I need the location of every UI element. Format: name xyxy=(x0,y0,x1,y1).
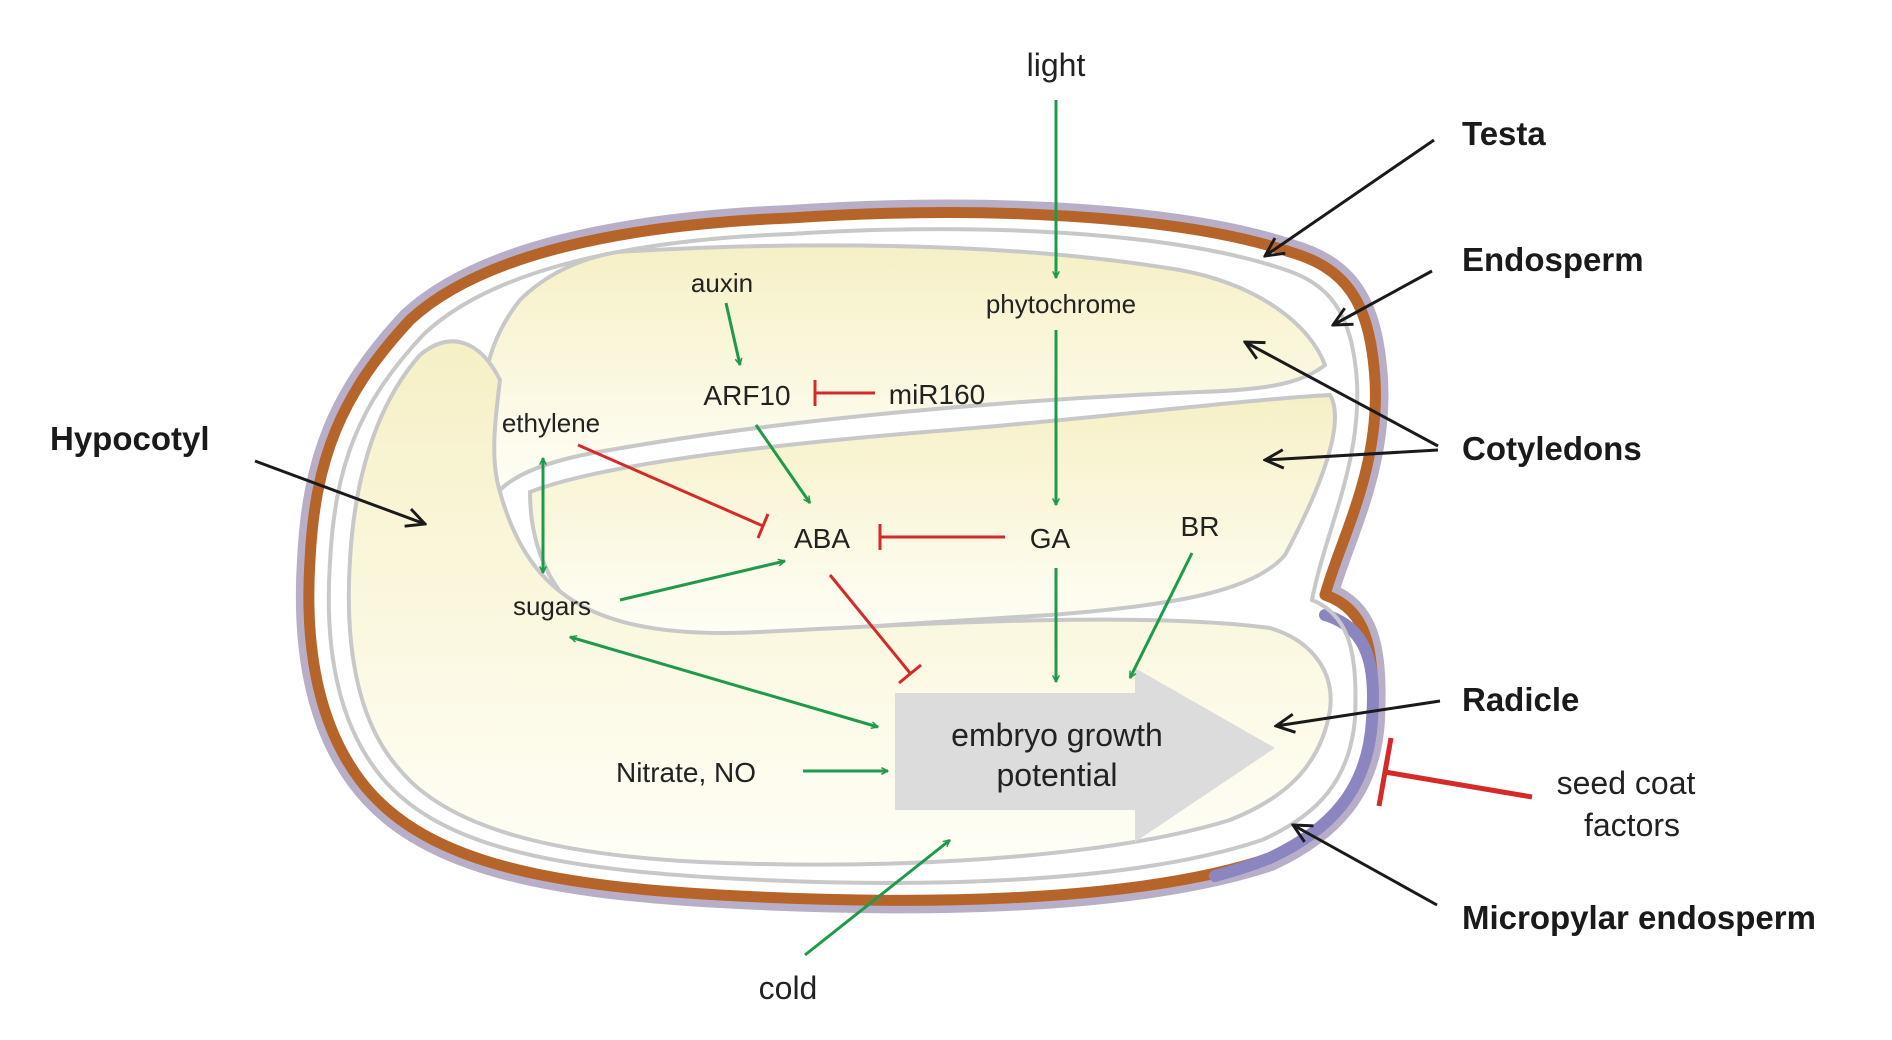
seed-coat-label-line2: factors xyxy=(1584,807,1680,843)
arrow-auxin-to-arf10 xyxy=(724,302,740,365)
testa-label: Testa xyxy=(1462,115,1546,152)
embryo-growth-arrow xyxy=(895,668,1275,842)
growth-potential-line1: embryo growth xyxy=(951,717,1163,753)
pointer-hypocotyl xyxy=(254,459,425,524)
pointer-micropylar-endosperm xyxy=(1293,825,1438,907)
inhibit-aba-to-growth xyxy=(828,574,922,685)
pointer-testa xyxy=(1265,138,1435,256)
ethylene-label: ethylene xyxy=(502,408,600,438)
pointer-endosperm xyxy=(1333,269,1433,325)
cotyledons-label: Cotyledons xyxy=(1462,430,1642,467)
seed-coat-label-line1: seed coat xyxy=(1557,765,1696,801)
arrow-sugars-growth xyxy=(570,637,878,727)
arrow-sugars-to-aba xyxy=(619,561,785,602)
inhibit-mir160-to-arf10 xyxy=(813,380,875,406)
mir160-label: miR160 xyxy=(889,379,985,410)
micropylar-endosperm-layer xyxy=(1209,609,1380,882)
br-label: BR xyxy=(1181,511,1220,542)
arrow-br-to-growth xyxy=(1128,552,1194,678)
arrow-arf10-to-aba xyxy=(754,424,812,503)
inhibit-seedcoat-to-micropylar xyxy=(1376,737,1533,807)
sugars-label: sugars xyxy=(513,591,591,621)
pointer-cotyledons-upper xyxy=(1245,342,1439,448)
micropylar-endosperm-label: Micropylar endosperm xyxy=(1462,899,1816,936)
hypocotyl-label: Hypocotyl xyxy=(50,420,210,457)
aba-label: ABA xyxy=(794,523,850,554)
radicle-label: Radicle xyxy=(1462,681,1579,718)
auxin-label: auxin xyxy=(691,268,753,298)
pointer-radicle xyxy=(1276,699,1441,726)
inhibit-ethylene-to-aba xyxy=(577,443,770,539)
endosperm-label: Endosperm xyxy=(1462,241,1644,278)
cold-label: cold xyxy=(759,970,818,1006)
arf10-label: ARF10 xyxy=(703,380,790,411)
inhibit-ga-to-aba xyxy=(878,524,1005,550)
ga-label: GA xyxy=(1030,523,1071,554)
arrow-cold-to-growth xyxy=(804,838,950,957)
light-label: light xyxy=(1027,47,1086,83)
endosperm-layer xyxy=(326,227,1360,885)
growth-potential-line2: potential xyxy=(997,757,1118,793)
pointer-cotyledons-lower xyxy=(1265,448,1439,460)
phytochrome-label: phytochrome xyxy=(986,289,1136,319)
nitrate-no-label: Nitrate, NO xyxy=(616,757,756,788)
